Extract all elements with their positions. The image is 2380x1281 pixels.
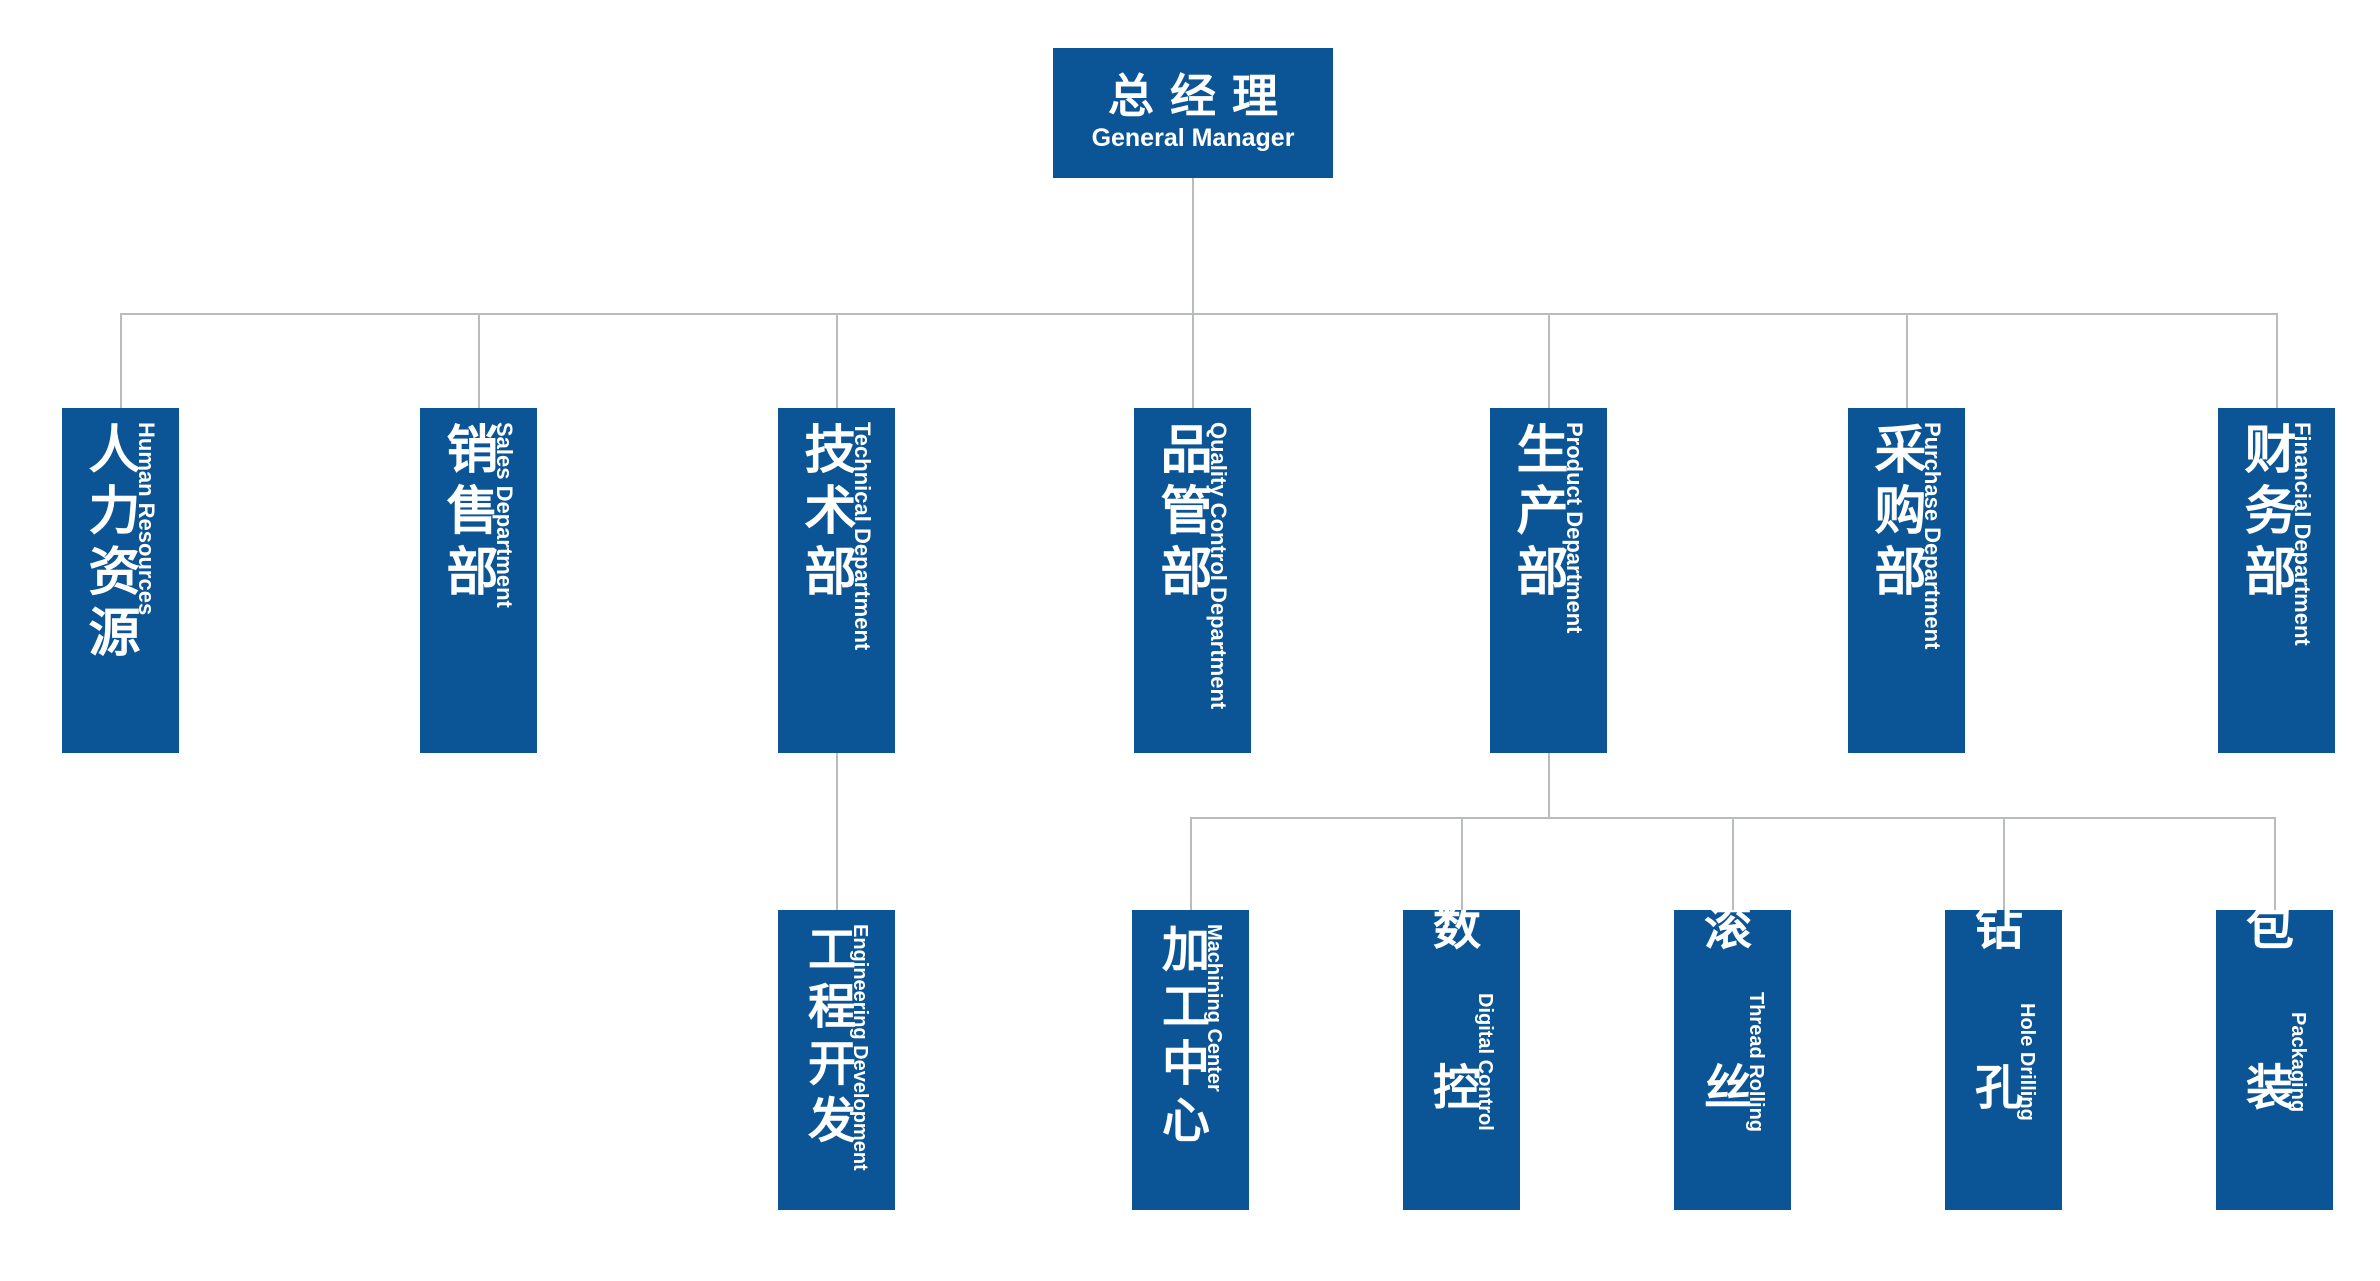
connector-drop-digital-control	[1461, 817, 1463, 910]
node-general-manager[interactable]: 总经理 General Manager	[1053, 48, 1333, 178]
node-label-cn: 数控	[1424, 910, 1478, 1210]
node-label-cn: 采购部	[1866, 422, 1925, 605]
node-label-cn: 钻孔	[1966, 910, 2020, 1210]
node-label-cn: 人力资源	[80, 422, 139, 666]
node-human-resources[interactable]: Human Resources 人力资源	[62, 408, 179, 753]
node-engineering-development[interactable]: Engineering Development 工程开发	[778, 910, 895, 1210]
node-label-en: General Manager	[1091, 124, 1295, 153]
node-thread-rolling[interactable]: Thread Rolling 滚丝	[1674, 910, 1791, 1210]
node-product-department[interactable]: Product Department 生产部	[1490, 408, 1607, 753]
node-machining-center[interactable]: Machining Center 加工中心	[1132, 910, 1249, 1210]
node-label-en: Packaging	[2286, 1011, 2309, 1113]
node-label-cn: 包装	[2237, 910, 2291, 1210]
node-purchase-department[interactable]: Purchase Department 采购部	[1848, 408, 1965, 753]
node-label-en: Sales Department	[492, 422, 518, 608]
node-label-cn: 滚丝	[1695, 910, 1749, 1210]
node-quality-control-department[interactable]: Quality Control Department 品管部	[1134, 408, 1251, 753]
node-financial-department[interactable]: Financial Department 财务部	[2218, 408, 2335, 753]
node-label-en: Digital Control	[1473, 993, 1496, 1131]
node-technical-department[interactable]: Technical Department 技术部	[778, 408, 895, 753]
node-packaging[interactable]: Packaging 包装	[2216, 910, 2333, 1210]
connector-drop-product	[1548, 313, 1550, 408]
node-label-en: Human Resources	[134, 422, 160, 616]
connector-drop-machining-center	[1190, 817, 1192, 910]
connector-technical-to-engineering	[836, 753, 838, 910]
node-label-en: Product Department	[1562, 422, 1588, 634]
connector-drop-purchase	[1906, 313, 1908, 408]
node-label-en: Financial Department	[2290, 422, 2316, 646]
node-label-cn: 工程开发	[799, 924, 853, 1152]
node-label-cn: 财务部	[2236, 422, 2295, 605]
node-hole-drilling[interactable]: Hole Drilling 钻孔	[1945, 910, 2062, 1210]
connector-level2-bus	[120, 313, 2276, 315]
connector-root-stem	[1192, 178, 1194, 314]
node-label-cn: 生产部	[1508, 422, 1567, 605]
connector-drop-financial	[2276, 313, 2278, 408]
node-label-en: Purchase Department	[1920, 422, 1946, 650]
connector-product-stem	[1548, 753, 1550, 817]
node-label-en: Hole Drilling	[2015, 1003, 2038, 1121]
node-sales-department[interactable]: Sales Department 销售部	[420, 408, 537, 753]
node-label-en: Thread Rolling	[1744, 992, 1767, 1132]
node-label-en: Quality Control Department	[1206, 422, 1232, 710]
connector-drop-packaging	[2274, 817, 2276, 910]
connector-drop-technical	[836, 313, 838, 408]
connector-drop-quality	[1192, 313, 1194, 408]
node-label-cn: 品管部	[1152, 422, 1211, 605]
connector-drop-hole-drilling	[2003, 817, 2005, 910]
connector-drop-hr	[120, 313, 122, 408]
node-label-cn: 技术部	[796, 422, 855, 605]
node-label-cn: 总经理	[1108, 69, 1294, 122]
node-label-cn: 销售部	[438, 422, 497, 605]
connector-drop-sales	[478, 313, 480, 408]
node-label-cn: 加工中心	[1153, 924, 1207, 1152]
connector-drop-thread-rolling	[1732, 817, 1734, 910]
node-label-en: Technical Department	[850, 422, 876, 651]
node-label-en: Machining Center	[1202, 924, 1225, 1092]
node-label-en: Engineering Development	[848, 924, 871, 1171]
node-digital-control[interactable]: Digital Control 数控	[1403, 910, 1520, 1210]
